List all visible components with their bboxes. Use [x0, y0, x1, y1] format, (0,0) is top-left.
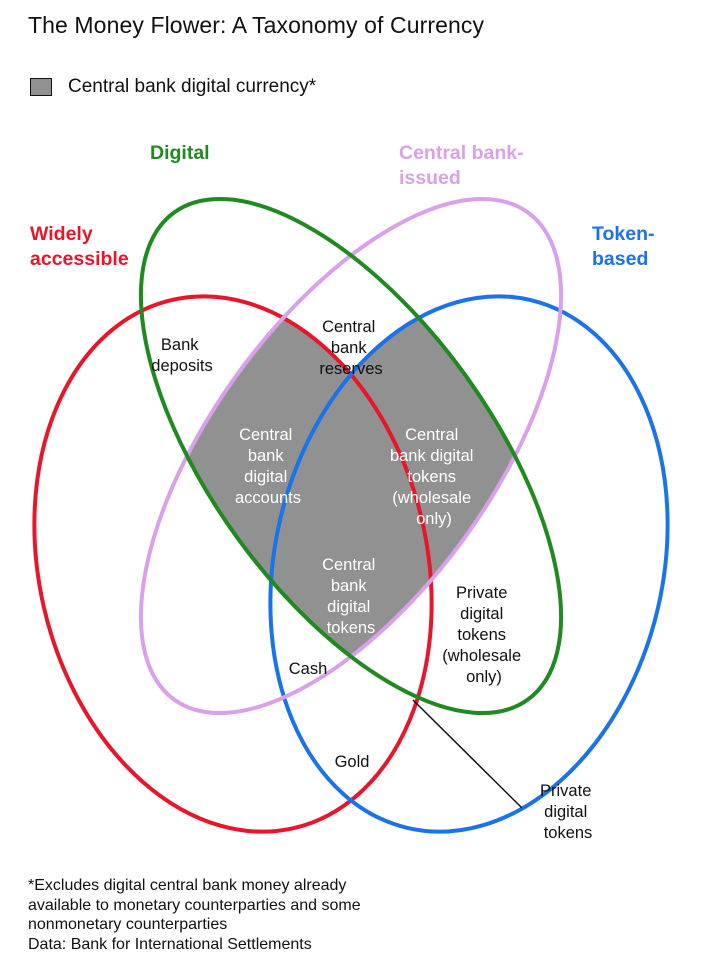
region-cb-digital-tokens: Central bank digital tokens — [322, 556, 380, 637]
legend: Central bank digital currency* — [30, 76, 316, 98]
private-digital-tokens-pointer — [412, 699, 523, 809]
legend-swatch — [30, 78, 52, 96]
region-central-bank-reserves: Central bank reserves — [319, 318, 382, 378]
set-label-widely-accessible: Widely accessible — [30, 223, 129, 270]
token-based-ellipse — [268, 294, 670, 834]
footnote: *Excludes digital central bank money alr… — [28, 877, 361, 953]
region-cb-digital-accounts: Central bank digital accounts — [235, 426, 301, 507]
set-label-token-based: Token- based — [592, 223, 655, 270]
set-label-central-bank-issued: Central bank- issued — [399, 142, 524, 189]
set-label-digital: Digital — [150, 142, 210, 164]
region-gold: Gold — [335, 753, 370, 771]
region-private-digital-tokens-wholesale: Private digital tokens (wholesale only) — [442, 584, 525, 686]
widely-accessible-ellipse — [32, 294, 434, 834]
central-bank-issued-ellipse — [138, 196, 564, 716]
region-cash: Cash — [289, 660, 328, 678]
digital-ellipse — [138, 196, 564, 716]
region-bank-deposits: Bank deposits — [151, 336, 212, 375]
legend-label: Central bank digital currency* — [68, 76, 317, 97]
region-private-digital-tokens: Private digital tokens — [540, 782, 596, 842]
chart-title: The Money Flower: A Taxonomy of Currency — [28, 12, 485, 38]
region-cb-digital-tokens-wholesale: Central bank digital tokens (wholesale o… — [390, 426, 478, 528]
